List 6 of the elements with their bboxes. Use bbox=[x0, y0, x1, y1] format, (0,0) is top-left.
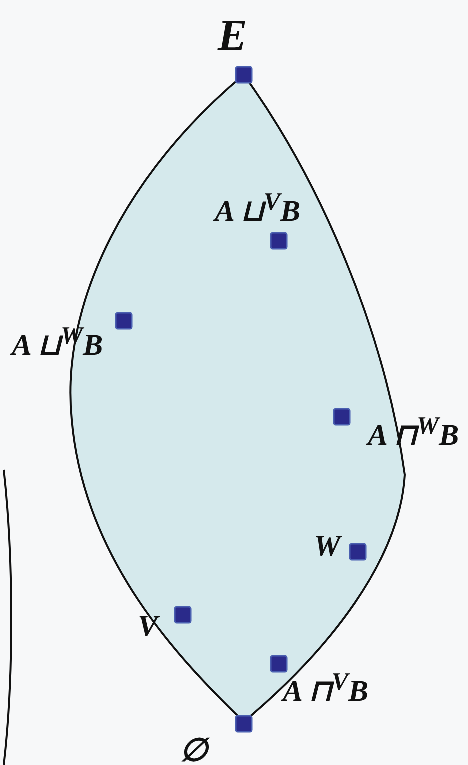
point-label: V bbox=[138, 612, 158, 642]
point-label: ∅ bbox=[180, 734, 208, 765]
point-label: A ⊔$^{V}$B bbox=[215, 190, 301, 227]
point-label: A ⊓$^{V}$B bbox=[283, 670, 369, 707]
point-label: W bbox=[314, 532, 341, 562]
point-label: E bbox=[218, 14, 248, 58]
